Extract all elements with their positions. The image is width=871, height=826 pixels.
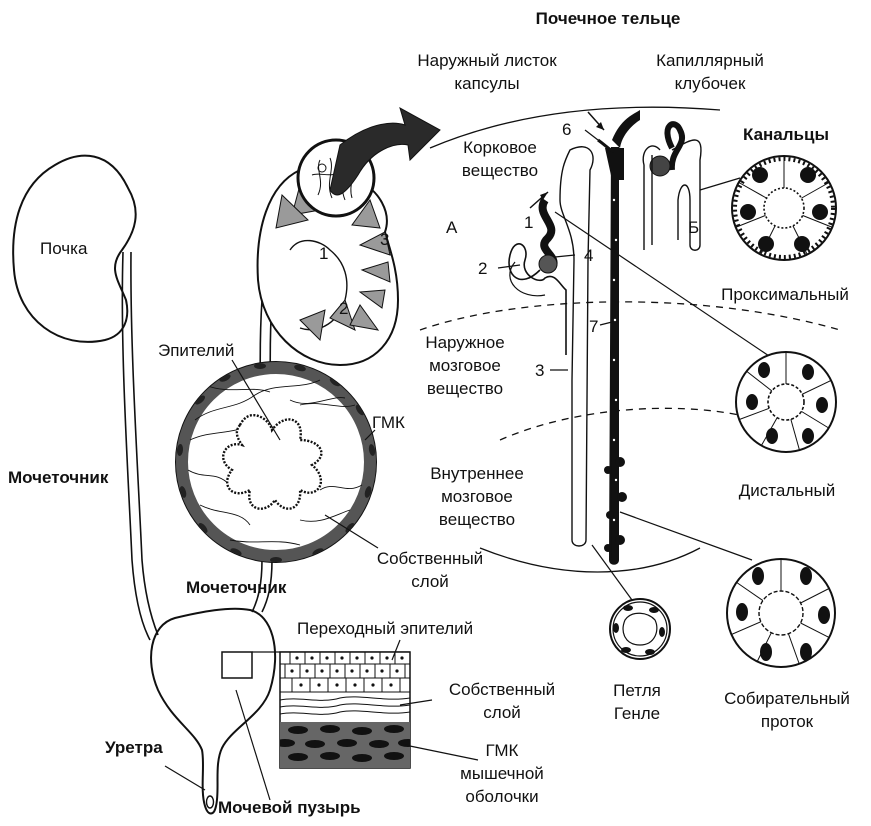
label-letter-b: Б (688, 217, 699, 238)
label-outer-medulla-2: мозговое (400, 355, 530, 376)
number-nephron-2: 2 (478, 258, 487, 279)
bladder-inset-box (222, 652, 252, 678)
label-smc-muscular-1: ГМК (447, 740, 557, 761)
label-ureter-left: Мочеточник (8, 467, 108, 488)
label-outer-capsule-2: капсулы (392, 73, 582, 94)
label-kidney: Почка (40, 238, 87, 259)
label-urethra: Уретра (105, 737, 163, 758)
label-henle-1: Петля (592, 680, 682, 701)
number-nephron-1: 1 (524, 212, 533, 233)
glomerulus-a (539, 255, 557, 273)
label-capillary-2: клубочек (630, 73, 790, 94)
nephron-a-loop (560, 147, 593, 546)
label-cortex-2: вещество (440, 160, 560, 181)
number-nephron-4: 4 (584, 245, 593, 266)
label-outer-capsule-1: Наружный листок (392, 50, 582, 71)
label-outer-medulla-3: вещество (400, 378, 530, 399)
label-smc: ГМК (372, 412, 405, 433)
label-distal: Дистальный (712, 480, 862, 501)
big-arrow (330, 108, 440, 195)
label-bladder: Мочевой пузырь (218, 797, 361, 818)
bladder-outline (151, 609, 275, 814)
number-kidney-2: 2 (339, 298, 348, 319)
outer-medulla-boundary (420, 302, 840, 330)
label-ureter-center: Мочеточник (186, 577, 286, 598)
inner-medulla-boundary (500, 408, 760, 440)
bottom-arc (480, 548, 700, 572)
urethra-opening (207, 796, 214, 808)
label-cortex-1: Корковое (440, 137, 560, 158)
label-tubules: Канальцы (726, 124, 846, 145)
label-transitional-epithelium: Переходный эпителий (297, 618, 473, 639)
label-inner-medulla-2: мозговое (412, 486, 542, 507)
bladder-label-leader (236, 690, 270, 800)
number-kidney-1: 1 (319, 243, 328, 264)
label-smc-muscular-2: мышечной (447, 763, 557, 784)
urethra-label-leader (165, 766, 205, 790)
leader-collecting (620, 512, 752, 560)
label-henle-2: Генле (592, 703, 682, 724)
glomerulus-b (650, 156, 670, 176)
label-lamina-propria-1-a: Собственный (360, 548, 500, 569)
label-epithelium: Эпителий (158, 340, 234, 361)
label-inner-medulla-3: вещество (412, 509, 542, 530)
leader-proximal (700, 178, 740, 190)
label-inner-medulla-1: Внутреннее (412, 463, 542, 484)
collecting-duct (610, 148, 618, 564)
label-collecting-1: Собирательный (702, 688, 871, 709)
label-lamina-propria-2-a: Собственный (432, 679, 572, 700)
number-nephron-6: 6 (562, 119, 571, 140)
label-capillary-1: Капиллярный (630, 50, 790, 71)
ureter-left-tube-inner (131, 252, 158, 635)
label-lamina-propria-2-b: слой (432, 702, 572, 723)
label-renal-corpuscle: Почечное тельце (503, 8, 713, 29)
label-collecting-2: проток (702, 711, 871, 732)
number-kidney-3: 3 (380, 229, 389, 250)
label-smc-muscular-3: оболочки (447, 786, 557, 807)
label-outer-medulla-1: Наружное (400, 332, 530, 353)
number-nephron-7: 7 (589, 316, 598, 337)
label-lamina-propria-1-b: слой (360, 571, 500, 592)
number-nephron-3: 3 (535, 360, 544, 381)
label-proximal: Проксимальный (700, 284, 870, 305)
label-letter-a: А (446, 217, 457, 238)
